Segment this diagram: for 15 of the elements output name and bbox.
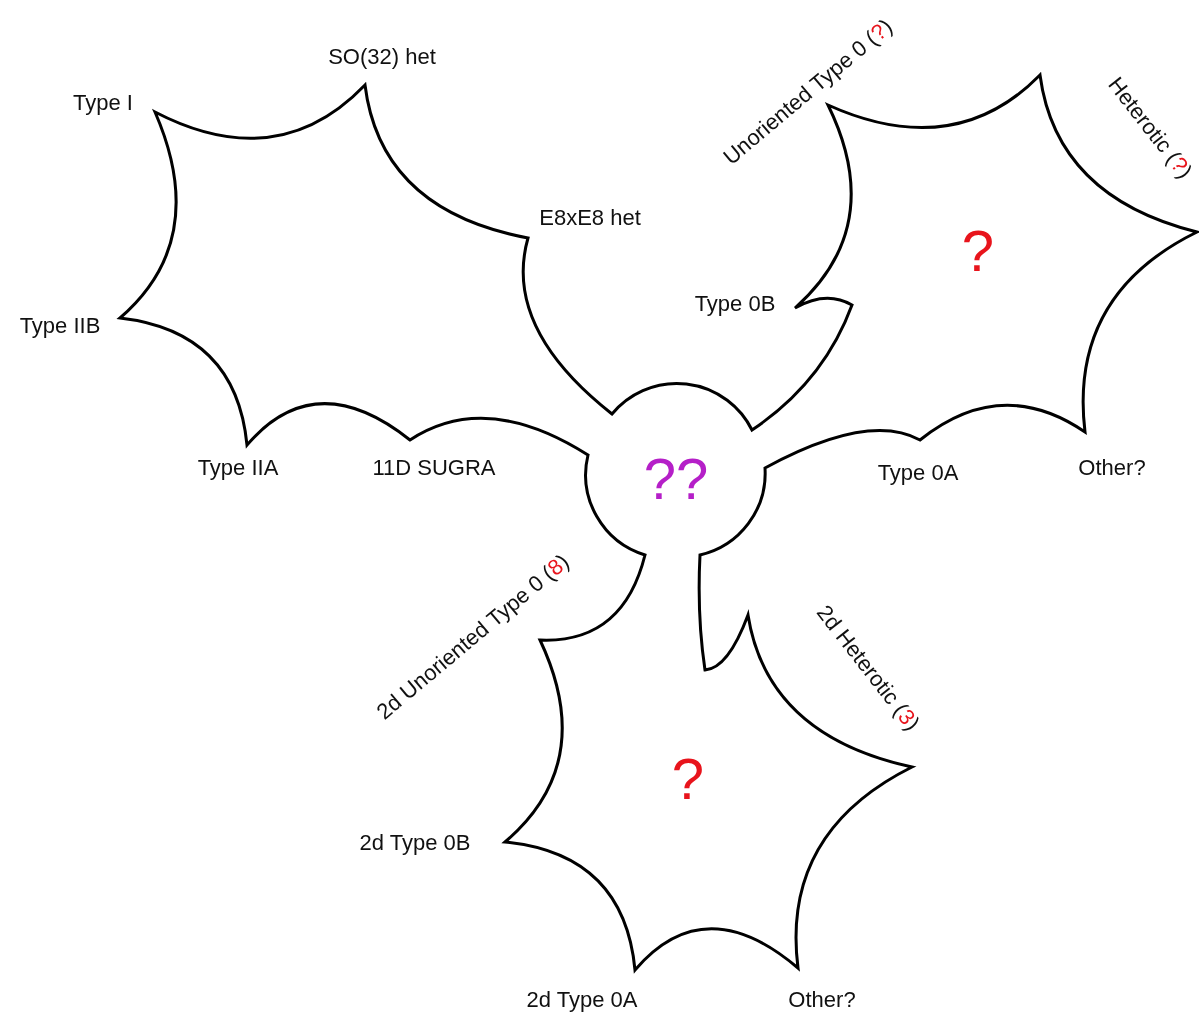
question-mark: ?? [643, 444, 709, 512]
theory-label: SO(32) het [328, 44, 436, 70]
theory-label: Other? [788, 987, 856, 1013]
theory-label: Type 0A [877, 460, 959, 486]
theory-label: 11D SUGRA [372, 455, 496, 481]
theory-label: Type 0B [694, 291, 776, 317]
question-mark: ? [961, 216, 995, 284]
theory-label: E8xE8 het [539, 205, 641, 231]
theory-label: Type IIA [197, 455, 279, 481]
theory-label: 2d Type 0B [359, 830, 471, 856]
theory-label: Type IIB [19, 313, 101, 339]
theory-label: 2d Type 0A [526, 987, 638, 1013]
question-mark: ? [671, 744, 705, 812]
theory-label: Type I [73, 90, 133, 116]
theory-label: Other? [1078, 455, 1146, 481]
